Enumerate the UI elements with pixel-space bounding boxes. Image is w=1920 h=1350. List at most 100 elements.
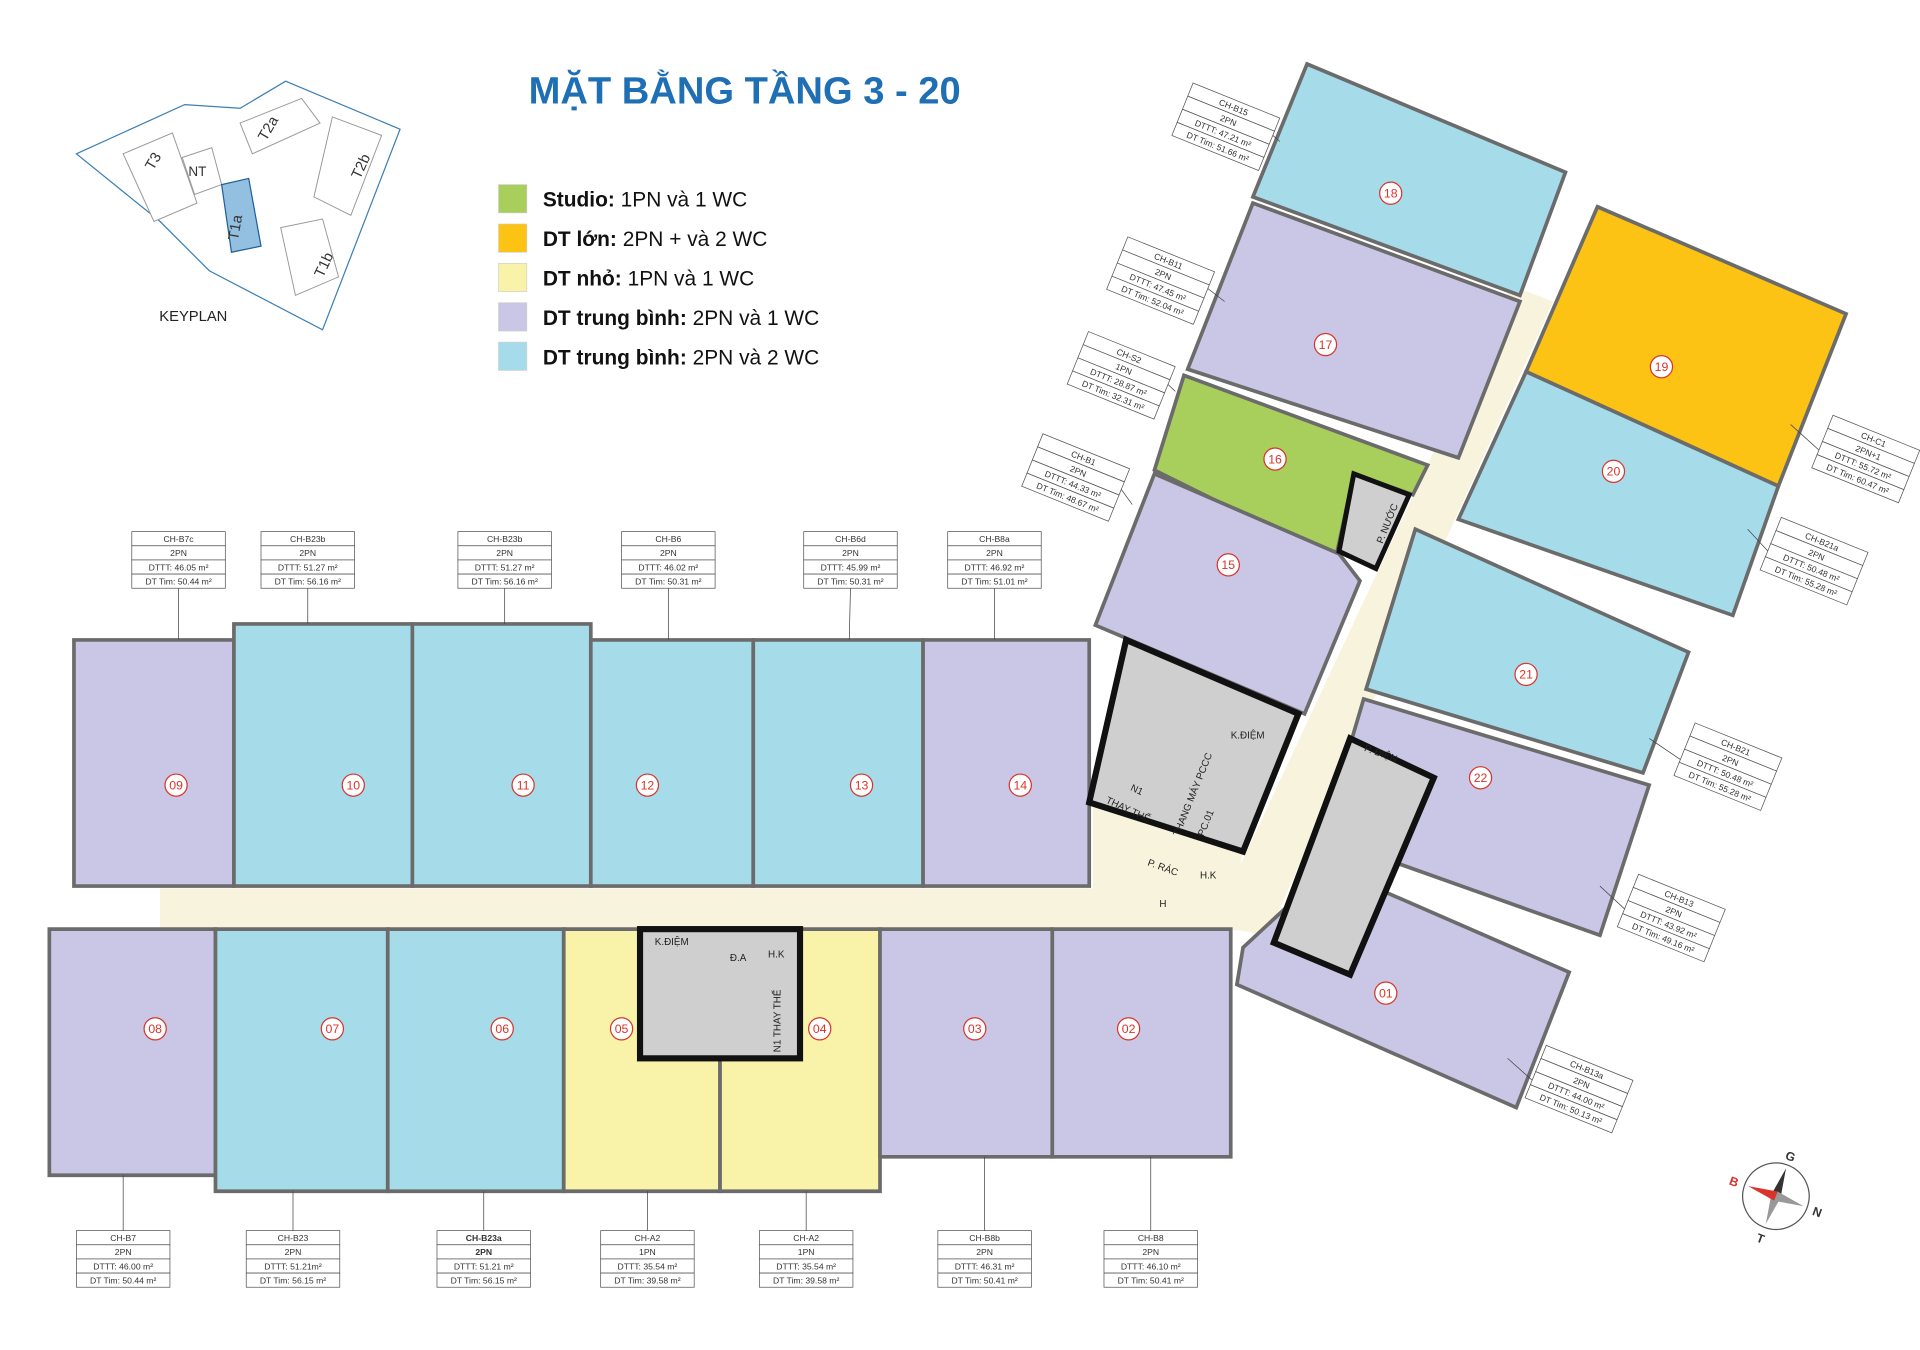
unit-number: 11 [517,778,530,792]
unit-label-rooms: 2PN [475,1247,492,1257]
unit-label-dttt: DTTT: 45.99 m² [821,562,881,572]
unit-label-rooms: 1PN [639,1247,656,1257]
unit-label-dttim: DT Tim: 56.16 m² [275,577,341,587]
compass-ring [1742,1162,1810,1231]
legend-label-text: 2PN và 1 WC [687,307,819,330]
legend-item-mid1: DT trung bình: 2PN và 1 WC [498,302,819,332]
room-k-diem-2: K.ĐIỆM [655,937,689,948]
unit-label-rooms: 2PN [285,1247,302,1257]
legend-label-bold: Studio: [543,189,615,212]
unit-label-dttt: DTTT: 51.27 m² [475,562,535,572]
unit-number-badge: 03 [963,1017,987,1041]
unit-number-badge: 01 [1374,981,1398,1005]
unit-area [1092,471,1363,717]
unit-label-code: CH-B23b [487,534,523,544]
unit-label-dttt: DTTT: 46.02 m² [638,562,698,572]
unit-number: 05 [615,1022,629,1036]
unit-number-badge: 07 [320,1017,345,1041]
unit-14[interactable]: 14 [921,638,1092,888]
legend-label-bold: DT trung bình: [543,346,687,369]
room-n1-thay-the: N1 THAY THẾ [772,989,783,1052]
keyplan-block-t2a [239,97,321,155]
unit-label-dttt: DTTT: 35.54 m² [618,1261,678,1271]
unit-label-code: CH-B8 [1138,1233,1164,1243]
corridor-diagonal [1212,285,1554,936]
unit-08[interactable]: 08 [47,927,218,1178]
unit-18[interactable]: 18 [1250,61,1568,298]
unit-07[interactable]: 07 [213,927,390,1194]
unit-number-badge: 20 [1601,459,1626,484]
unit-09[interactable]: 09 [72,638,236,888]
unit-area [751,638,925,888]
legend-label: Studio: 1PN và 1 WC [543,189,747,212]
unit-15[interactable]: 15 [1092,471,1363,717]
unit-06[interactable]: 06 [385,927,566,1194]
unit-number: 22 [1474,771,1488,785]
unit-17[interactable]: 17 [1185,200,1523,461]
unit-number: 01 [1379,986,1393,1000]
legend-label: DT trung bình: 2PN và 2 WC [543,346,819,369]
compass-needle-south [1765,1194,1781,1224]
unit-label-dttt: DTTT: 46.10 m² [1121,1261,1181,1271]
unit-label-code: CH-B8b [969,1233,1000,1243]
unit-02[interactable]: 02 [1050,927,1233,1159]
elevator-core [1269,734,1438,979]
unit-label-rooms: 2PN [115,1247,132,1257]
legend-label-text: 2PN và 2 WC [687,346,819,369]
unit-number: 10 [346,778,360,792]
unit-10[interactable]: 10 [232,622,415,888]
keyplan-block-t1a [220,177,262,254]
unit-number-badge: 15 [1216,553,1240,577]
unit-number: 15 [1221,558,1235,572]
unit-label-dttt: DTTT: 46.92 m² [965,562,1025,572]
unit-label-dttt: DTTT: 46.05 m² [149,562,209,572]
legend-label: DT nhỏ: 1PN và 1 WC [543,268,754,291]
legend-swatch [498,184,528,214]
unit-label-dttim: DT Tim: 50.31 m² [817,577,883,587]
unit-number: 20 [1607,465,1621,479]
legend-label-text: 1PN và 1 WC [615,189,747,212]
unit-number-badge: 22 [1468,766,1493,790]
unit-label-dttt: DTTT: 51.21m² [264,1261,322,1271]
unit-number-badge: 09 [164,773,188,797]
unit-area [1455,369,1781,618]
compass-bottom: T [1755,1231,1767,1247]
unit-11[interactable]: 11 [410,622,593,888]
unit-21[interactable]: 21 [1363,526,1691,776]
unit-12[interactable]: 12 [588,638,756,888]
keyplan-label: KEYPLAN [159,309,227,325]
unit-label-dttim: DT Tim: 39.58 m² [614,1276,680,1286]
unit-area [72,638,236,888]
unit-number: 17 [1319,338,1333,352]
unit-20[interactable]: 20 [1455,369,1781,618]
legend-label-text: 1PN và 1 WC [622,268,754,291]
unit-number-badge: 16 [1263,447,1287,471]
unit-number: 06 [495,1022,509,1036]
keyplan: T3 NT T2a T2b T1a T1b KEYPLAN [75,80,401,331]
unit-number-badge: 14 [1008,773,1032,797]
unit-label-rooms: 2PN [170,548,187,558]
keyplan-block-t2b [313,116,383,217]
unit-03[interactable]: 03 [878,927,1055,1159]
compass-top: G [1783,1148,1797,1164]
legend-swatch [498,341,528,371]
unit-13[interactable]: 13 [751,638,925,888]
unit-number-badge: 05 [609,1017,634,1041]
unit-label-rooms: 2PN [299,548,316,558]
legend-label: DT trung bình: 2PN và 1 WC [543,307,819,330]
unit-label-rooms: 2PN [496,548,513,558]
room-da: Đ.A [730,953,747,964]
unit-label-dttt: DTTT: 51.21 m² [454,1261,514,1271]
unit-label-dttim: DT Tim: 50.41 m² [951,1276,1017,1286]
